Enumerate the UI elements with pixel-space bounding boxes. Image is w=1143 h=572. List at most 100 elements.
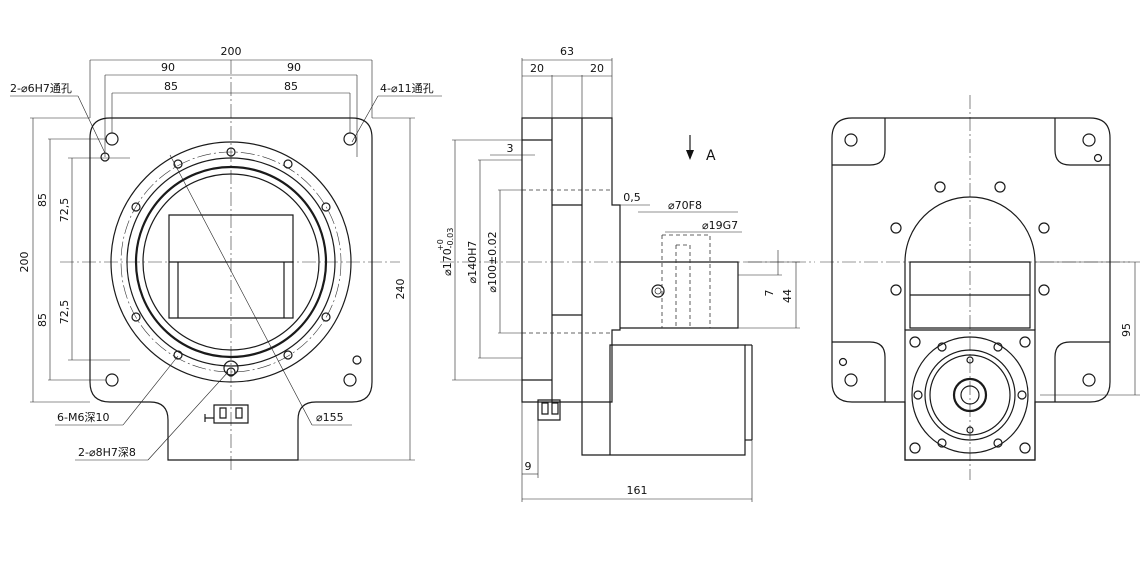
m6-hole-10 bbox=[283, 350, 293, 360]
m6-hole-2 bbox=[321, 202, 331, 212]
callout-m6: 6-M6深10 bbox=[57, 411, 109, 424]
dim-140h7: ⌀140H7 bbox=[466, 241, 479, 284]
flange-ring bbox=[126, 157, 336, 367]
shaft-hidden-bore bbox=[661, 234, 711, 328]
callout-8h7: 2-⌀8H7深8 bbox=[78, 446, 136, 459]
diameter-leader-155 bbox=[169, 154, 313, 426]
m6-hole-8 bbox=[283, 159, 293, 169]
corner-hole-bottom-right bbox=[343, 373, 357, 387]
dim-85-left: 85 bbox=[164, 80, 178, 93]
rear-pin-hole-top bbox=[1093, 153, 1103, 163]
dim-90-right: 90 bbox=[287, 61, 301, 74]
m6-hole-5 bbox=[131, 312, 141, 322]
rear-pocket-top-left bbox=[832, 118, 886, 166]
rear-corner-hole-tr bbox=[1082, 133, 1096, 147]
output-shaft bbox=[620, 261, 739, 329]
dim-85-right: 85 bbox=[284, 80, 298, 93]
arch-bolt bbox=[890, 284, 902, 296]
motor-bolt-small bbox=[1017, 390, 1027, 400]
dim-63: 63 bbox=[560, 45, 574, 58]
corner-hole-top-left bbox=[105, 132, 119, 146]
motor-shaft-ring bbox=[952, 377, 988, 413]
leader-m6 bbox=[122, 355, 179, 426]
rear-view: 95 bbox=[820, 95, 1140, 480]
m6-hole-7 bbox=[173, 159, 183, 169]
arch-bolt bbox=[1038, 284, 1050, 296]
leader-11 bbox=[351, 95, 379, 143]
rear-corner-hole-br bbox=[1082, 373, 1096, 387]
dim-90-left: 90 bbox=[161, 61, 175, 74]
rear-corner-hole-bl bbox=[844, 373, 858, 387]
dim-70f8: ⌀70F8 bbox=[668, 199, 702, 212]
side-connector bbox=[537, 399, 561, 421]
leader-6h7 bbox=[77, 95, 106, 154]
dim-19g7: ⌀19G7 bbox=[702, 219, 738, 232]
dim-200-left: 200 bbox=[18, 252, 31, 273]
dim-170: ⌀170 bbox=[441, 248, 454, 276]
dim-72-5-lower: 72,5 bbox=[58, 300, 71, 325]
dim-7: 7 bbox=[763, 290, 776, 297]
arch-bolt bbox=[890, 222, 902, 234]
bore-window bbox=[168, 214, 294, 319]
motor-bolt bbox=[1019, 442, 1031, 454]
callout-155: ⌀155 bbox=[316, 411, 344, 424]
dim-0-5: 0,5 bbox=[623, 191, 641, 204]
dim-3: 3 bbox=[507, 142, 514, 155]
dim-85-lower: 85 bbox=[36, 313, 49, 327]
dim-100: ⌀100±0.02 bbox=[486, 231, 499, 292]
view-arrow-head bbox=[686, 150, 694, 160]
dim-95: 95 bbox=[1120, 323, 1133, 337]
motor-bolt bbox=[1019, 336, 1031, 348]
motor-ring-2 bbox=[924, 349, 1016, 441]
arch-bolt bbox=[1038, 222, 1050, 234]
dim-240: 240 bbox=[394, 279, 407, 300]
rear-window bbox=[909, 261, 1031, 329]
m6-hole-4 bbox=[226, 367, 236, 377]
outer-ring bbox=[110, 141, 352, 383]
bolt-circle bbox=[120, 151, 342, 373]
bore-ring-inner bbox=[142, 173, 320, 351]
rear-corner-hole-tl bbox=[844, 133, 858, 147]
motor-bolt-small bbox=[993, 438, 1003, 448]
corner-hole-top-right bbox=[343, 132, 357, 146]
motor-ring-1 bbox=[911, 336, 1029, 454]
dim-20-left: 20 bbox=[530, 62, 544, 75]
dim-170-tol-upper: +0 bbox=[436, 239, 445, 251]
bore-ring-outer bbox=[134, 165, 328, 359]
motor-bolt-small bbox=[937, 438, 947, 448]
motor-bolt-tiny bbox=[966, 356, 974, 364]
motor-flange-square bbox=[904, 329, 1036, 461]
motor-bolt-small bbox=[913, 390, 923, 400]
dim-170-tol-lower: -0.03 bbox=[446, 228, 455, 249]
front-view: 200 90 90 85 85 200 85 85 72,5 72,5 240 bbox=[10, 45, 442, 470]
rear-plate-outline bbox=[831, 117, 1111, 461]
m6-hole-1 bbox=[226, 147, 236, 157]
dim-20-right: 20 bbox=[590, 62, 604, 75]
view-arrow-label: A bbox=[706, 148, 716, 164]
rear-pocket-bottom-right bbox=[1054, 341, 1110, 402]
leader-8h7 bbox=[147, 371, 229, 461]
motor-bolt-small bbox=[937, 342, 947, 352]
dim-161: 161 bbox=[627, 484, 648, 497]
motor-shaft bbox=[960, 385, 980, 405]
motor-bolt bbox=[909, 336, 921, 348]
rear-arch-housing bbox=[904, 196, 1036, 330]
shaft-hole bbox=[651, 284, 665, 298]
motor-bolt-tiny bbox=[966, 426, 974, 434]
dim-72-5-upper: 72,5 bbox=[58, 198, 71, 223]
dim-44: 44 bbox=[781, 289, 794, 303]
corner-hole-bottom-left bbox=[105, 373, 119, 387]
motor-bolt-small bbox=[993, 342, 1003, 352]
dim-85-upper: 85 bbox=[36, 193, 49, 207]
motor-body bbox=[581, 344, 746, 456]
side-view: 63 20 20 3 0,5 ⌀70F8 ⌀19G7 ⌀170 +0 -0.03… bbox=[436, 45, 815, 502]
rear-pocket-bottom-left bbox=[832, 341, 886, 402]
callout-6h7: 2-⌀6H7通孔 bbox=[10, 82, 72, 95]
motor-ring-3 bbox=[929, 354, 1011, 436]
m6-hole-3 bbox=[321, 312, 331, 322]
arch-bolt bbox=[934, 181, 946, 193]
rear-pin-hole-bottom bbox=[838, 357, 848, 367]
side-body-outline bbox=[521, 117, 621, 403]
pin-hole-6h7-right bbox=[352, 355, 362, 365]
